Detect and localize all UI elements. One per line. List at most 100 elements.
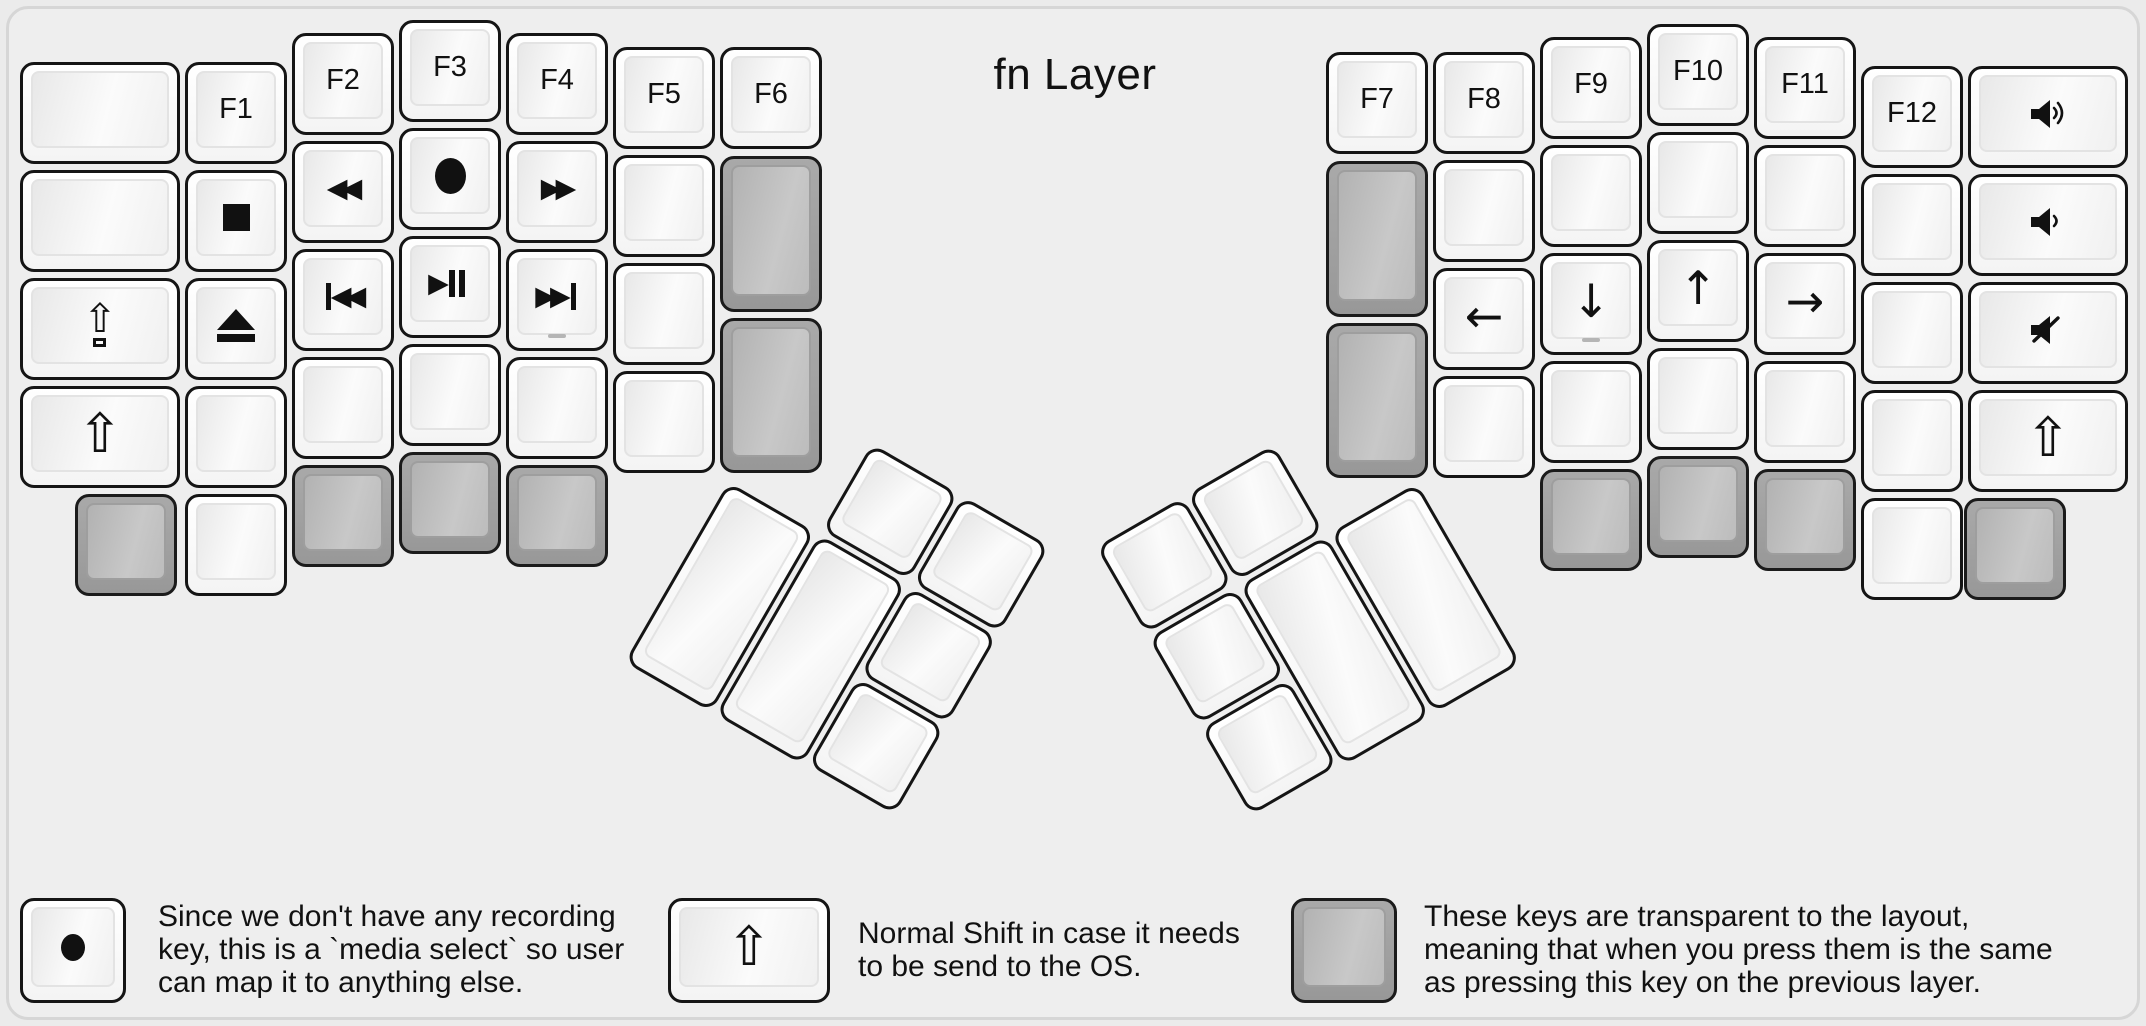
key-eject[interactable]: [185, 278, 287, 380]
key-volume-up[interactable]: [1968, 66, 2128, 168]
rewind-icon: ◀◀: [326, 173, 362, 204]
legend-key-record: [20, 898, 126, 1003]
key-f10[interactable]: F10: [1647, 24, 1749, 126]
keycap-top: ◀◀: [303, 150, 383, 227]
key-blank[interactable]: [399, 344, 501, 446]
key-prev-track[interactable]: ◀◀: [292, 249, 394, 351]
key-f3[interactable]: F3: [399, 20, 501, 122]
key-arrow-down[interactable]: ↓: [1540, 253, 1642, 355]
key-play-pause[interactable]: ▶: [399, 236, 501, 338]
key-shift[interactable]: ⇧: [1968, 390, 2128, 492]
key-blank[interactable]: [185, 386, 287, 488]
caps-lock-icon: ⇧: [83, 299, 117, 347]
key-f11[interactable]: F11: [1754, 37, 1856, 139]
key-f12[interactable]: F12: [1861, 66, 1963, 168]
keycap-top: F3: [410, 29, 490, 106]
keycap-top: [1444, 169, 1524, 246]
keycap-top: [1979, 183, 2117, 260]
key-blank[interactable]: [1540, 145, 1642, 247]
key-arrow-right[interactable]: →: [1754, 253, 1856, 355]
keycap-top: ←: [1444, 277, 1524, 354]
keycap-top: [624, 272, 704, 349]
arrow-left-icon: ←: [1464, 288, 1504, 343]
key-transparent[interactable]: [1964, 498, 2066, 600]
key-transparent[interactable]: [399, 452, 501, 554]
key-f6[interactable]: F6: [720, 47, 822, 149]
keycap-top: ▶▶: [517, 150, 597, 227]
key-blank[interactable]: [1647, 132, 1749, 234]
legend-key-transparent: [1291, 898, 1397, 1003]
key-f7[interactable]: F7: [1326, 52, 1428, 154]
key-f1[interactable]: F1: [185, 62, 287, 164]
arrow-down-icon: ↓: [1571, 273, 1611, 328]
key-blank[interactable]: [1754, 361, 1856, 463]
key-blank[interactable]: [1647, 348, 1749, 450]
key-transparent[interactable]: [1326, 161, 1428, 317]
keycap-top: [1658, 357, 1738, 434]
legend-text: These keys are transparent to the layout…: [1424, 900, 2053, 999]
key-volume-down[interactable]: [1968, 174, 2128, 276]
key-f4[interactable]: F4: [506, 33, 608, 135]
key-label: F12: [1887, 97, 1937, 129]
shift-icon: ⇧: [77, 401, 123, 465]
key-blank[interactable]: [1754, 145, 1856, 247]
keycap-top: F7: [1337, 61, 1417, 138]
key-arrow-up[interactable]: ↑: [1647, 240, 1749, 342]
key-transparent[interactable]: [506, 465, 608, 567]
key-f5[interactable]: F5: [613, 47, 715, 149]
key-f8[interactable]: F8: [1433, 52, 1535, 154]
keycap-top: [1444, 385, 1524, 462]
keycap-top: F4: [517, 42, 597, 119]
key-transparent[interactable]: [292, 465, 394, 567]
key-next-track[interactable]: ▶▶: [506, 249, 608, 351]
key-blank[interactable]: [613, 155, 715, 257]
key-blank[interactable]: [185, 494, 287, 596]
key-mute[interactable]: [1968, 282, 2128, 384]
key-transparent[interactable]: [1754, 469, 1856, 571]
keycap-top: [410, 461, 490, 538]
key-label: F11: [1781, 68, 1829, 100]
key-transparent[interactable]: [1647, 456, 1749, 558]
key-label: F3: [433, 51, 467, 83]
key-blank[interactable]: [1861, 498, 1963, 600]
keycap-top: [31, 71, 169, 148]
key-transparent[interactable]: [720, 318, 822, 473]
key-blank[interactable]: [1540, 361, 1642, 463]
key-rewind[interactable]: ◀◀: [292, 141, 394, 243]
key-fast-forward[interactable]: ▶▶: [506, 141, 608, 243]
key-f2[interactable]: F2: [292, 33, 394, 135]
key-blank[interactable]: [613, 263, 715, 365]
key-blank[interactable]: [1861, 282, 1963, 384]
key-blank[interactable]: [292, 357, 394, 459]
eject-icon: [217, 309, 255, 342]
key-f9[interactable]: F9: [1540, 37, 1642, 139]
key-transparent[interactable]: [1540, 469, 1642, 571]
key-label: F2: [326, 64, 360, 96]
key-arrow-left[interactable]: ←: [1433, 268, 1535, 370]
key-blank[interactable]: [1433, 376, 1535, 478]
keycap-top: [1658, 141, 1738, 218]
key-blank[interactable]: [1861, 174, 1963, 276]
key-blank[interactable]: [1861, 390, 1963, 492]
key-transparent[interactable]: [720, 156, 822, 312]
key-transparent[interactable]: [1326, 323, 1428, 478]
key-blank[interactable]: [1433, 160, 1535, 262]
keycap-top: F5: [624, 56, 704, 133]
key-blank[interactable]: [20, 170, 180, 272]
keycap-top: [1337, 332, 1417, 462]
key-shift[interactable]: ⇧: [20, 386, 180, 488]
key-record[interactable]: [399, 128, 501, 230]
key-label: F6: [754, 78, 788, 110]
key-blank[interactable]: [613, 371, 715, 473]
keycap-top: [410, 137, 490, 214]
keycap-top: ↓: [1551, 262, 1631, 339]
key-blank[interactable]: [506, 357, 608, 459]
key-blank[interactable]: [20, 62, 180, 164]
key-transparent[interactable]: [75, 494, 177, 596]
key-label: F7: [1360, 83, 1394, 115]
key-caps-lock[interactable]: ⇧: [20, 278, 180, 380]
keycap-top: [1551, 478, 1631, 555]
key-stop[interactable]: [185, 170, 287, 272]
